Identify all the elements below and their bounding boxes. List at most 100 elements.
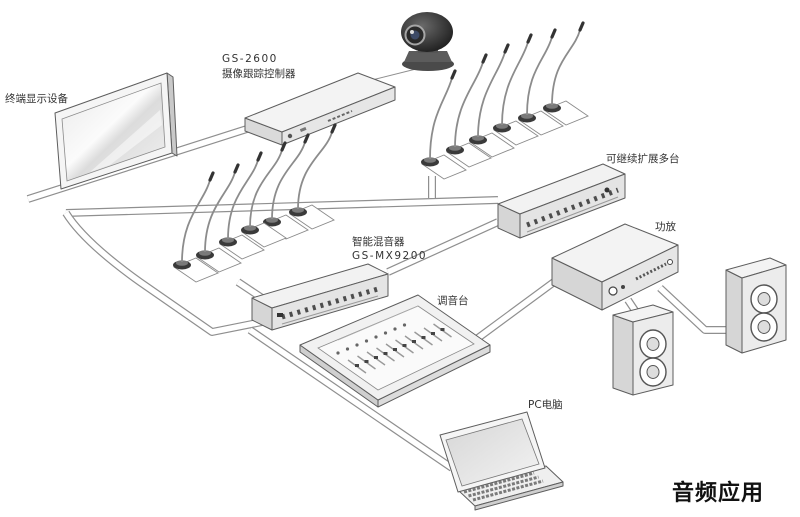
- mic-gooseneck: [526, 36, 553, 116]
- mic-gooseneck: [429, 77, 453, 160]
- mic-group-right: [421, 21, 589, 180]
- console-knob: [393, 327, 397, 331]
- microphone: [241, 141, 287, 248]
- fader-knob: [355, 364, 359, 367]
- mic-head: [550, 28, 557, 39]
- mic-base-top: [292, 207, 304, 213]
- console-knob: [345, 347, 350, 351]
- fader-knob: [412, 340, 416, 343]
- microphone: [196, 163, 242, 273]
- camera-cable: [371, 67, 421, 81]
- mic-head: [330, 123, 337, 134]
- cable: [62, 210, 263, 336]
- microphone: [219, 151, 265, 260]
- mic-head: [578, 21, 585, 32]
- console-knob: [402, 323, 407, 327]
- pc-label: PC电脑: [528, 398, 563, 411]
- microphone: [543, 21, 589, 126]
- speaker-right: [725, 257, 787, 354]
- pc-laptop: [439, 411, 564, 511]
- mic-base-top: [449, 145, 461, 151]
- diagram-caption: 音频应用: [672, 480, 764, 506]
- cable-core: [63, 211, 263, 335]
- mic-group-left: [173, 123, 337, 283]
- console-knob: [383, 331, 388, 335]
- mic-head: [303, 133, 310, 144]
- microphone: [173, 171, 219, 283]
- mic-gooseneck: [227, 159, 259, 240]
- fader-knob: [421, 336, 426, 339]
- cable-network: [26, 67, 740, 472]
- fader-knob: [431, 332, 435, 335]
- fader-knob: [364, 360, 369, 363]
- mic-base-top: [546, 103, 558, 109]
- microphone: [493, 33, 539, 146]
- mic-gooseneck: [271, 141, 306, 220]
- mic-gooseneck: [249, 149, 283, 228]
- console-knob: [374, 335, 378, 339]
- mic-gooseneck: [454, 61, 484, 148]
- mic-base-top: [244, 225, 256, 231]
- smart-mixer: [251, 263, 389, 331]
- mixing-console: [299, 294, 491, 408]
- console-knob: [355, 343, 359, 347]
- cable-core: [65, 197, 499, 216]
- key-row: [472, 479, 544, 502]
- cable-core: [476, 279, 556, 341]
- key-row: [463, 471, 535, 494]
- mic-base-top: [199, 250, 211, 256]
- microphone: [289, 123, 337, 230]
- mic-base-top: [266, 217, 278, 223]
- mic-gooseneck: [181, 179, 211, 263]
- mic-base-top: [521, 113, 533, 119]
- keyboard: [463, 471, 544, 502]
- mic-head: [208, 171, 215, 182]
- amplifier-label: 功放: [655, 220, 676, 233]
- mic-head: [233, 163, 240, 174]
- mic-head: [280, 141, 287, 152]
- speaker-left: [612, 304, 674, 396]
- mic-gooseneck: [204, 171, 236, 253]
- expansion-label: 可继续扩展多台: [606, 152, 680, 165]
- fader-knob: [374, 356, 378, 359]
- mic-base-top: [496, 123, 508, 129]
- microphone: [446, 53, 492, 168]
- key-row: [468, 475, 539, 498]
- mic-base-top: [222, 237, 234, 243]
- mic-base-top: [176, 260, 188, 266]
- controller-model-label: GS-2600: [222, 53, 278, 65]
- cable-core: [386, 219, 500, 275]
- fader-knob: [393, 348, 397, 351]
- expansion-unit: [497, 163, 626, 239]
- terminal-display: [54, 72, 178, 190]
- ptz-camera: [401, 12, 454, 71]
- mic-head: [503, 43, 510, 54]
- display-label: 终端显示设备: [5, 92, 68, 105]
- mic-gooseneck: [297, 131, 333, 210]
- mic-base-top: [424, 157, 436, 163]
- mic-gooseneck: [477, 51, 506, 138]
- controller-name-label: 摄像跟踪控制器: [222, 67, 296, 80]
- mixer-model-label: GS-MX9200: [352, 250, 427, 262]
- microphone: [518, 28, 564, 136]
- fader-knob: [440, 328, 445, 331]
- mixer-name-label: 智能混音器: [352, 235, 405, 248]
- cable-core: [248, 327, 454, 471]
- console-knob: [364, 339, 369, 343]
- camera-tracking-controller: [244, 72, 396, 146]
- mic-gooseneck: [501, 41, 529, 126]
- fader-knob: [383, 352, 388, 355]
- fader-knob: [402, 344, 407, 347]
- cable-core: [236, 279, 264, 301]
- mic-gooseneck: [551, 29, 581, 106]
- console-knob: [336, 351, 340, 355]
- mic-head: [256, 151, 263, 162]
- microphone: [469, 43, 515, 158]
- mic-head: [450, 69, 457, 80]
- mic-base-top: [472, 135, 484, 141]
- microphone: [421, 69, 467, 180]
- power-amplifier: [551, 223, 679, 311]
- mic-head: [481, 53, 488, 64]
- mic-head: [526, 33, 533, 44]
